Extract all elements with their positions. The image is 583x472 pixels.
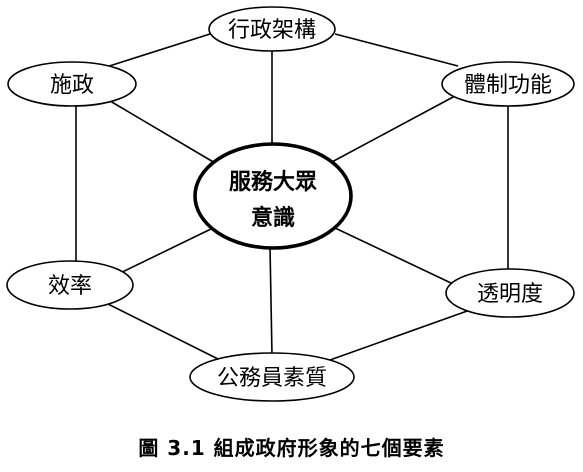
node-structure: 行政架構: [208, 6, 336, 52]
line-structure-governance: [102, 33, 211, 69]
line-center-efficiency: [109, 227, 214, 279]
line-center-transparency: [334, 227, 471, 293]
node-institution-ellipse: [441, 61, 575, 107]
line-center-institution: [329, 95, 456, 164]
line-center-civil-servant: [269, 246, 273, 356]
node-efficiency: 效率: [6, 260, 134, 310]
node-civil-servant-label: 公務員素質: [217, 366, 327, 391]
node-transparency-ellipse: [445, 268, 575, 318]
node-civil-servant-ellipse: [189, 352, 355, 402]
node-governance: 施政: [7, 61, 137, 107]
line-efficiency-civil-servant: [99, 299, 221, 361]
node-structure-label: 行政架構: [228, 18, 316, 43]
center-node-label-line2: 意識: [251, 205, 295, 231]
connector-lines: [75, 33, 509, 361]
line-structure-institution: [334, 33, 459, 67]
node-institution-label: 體制功能: [464, 73, 552, 98]
line-transparency-civil-servant: [329, 309, 471, 361]
line-center-governance: [104, 97, 216, 164]
node-transparency-label: 透明度: [477, 282, 543, 307]
node-governance-ellipse: [7, 61, 137, 107]
node-efficiency-label: 效率: [48, 274, 92, 299]
node-transparency: 透明度: [445, 268, 575, 318]
node-governance-label: 施政: [50, 73, 94, 98]
center-node: 服務大眾 意識: [193, 142, 353, 250]
figure-caption: 圖 3.1 組成政府形象的七個要素: [138, 436, 445, 460]
node-efficiency-ellipse: [6, 260, 134, 310]
center-node-ellipse: [193, 142, 353, 250]
node-institution: 體制功能: [441, 61, 575, 107]
center-node-label-line1: 服務大眾: [229, 169, 317, 195]
node-structure-ellipse: [208, 6, 336, 52]
node-civil-servant: 公務員素質: [189, 352, 355, 402]
